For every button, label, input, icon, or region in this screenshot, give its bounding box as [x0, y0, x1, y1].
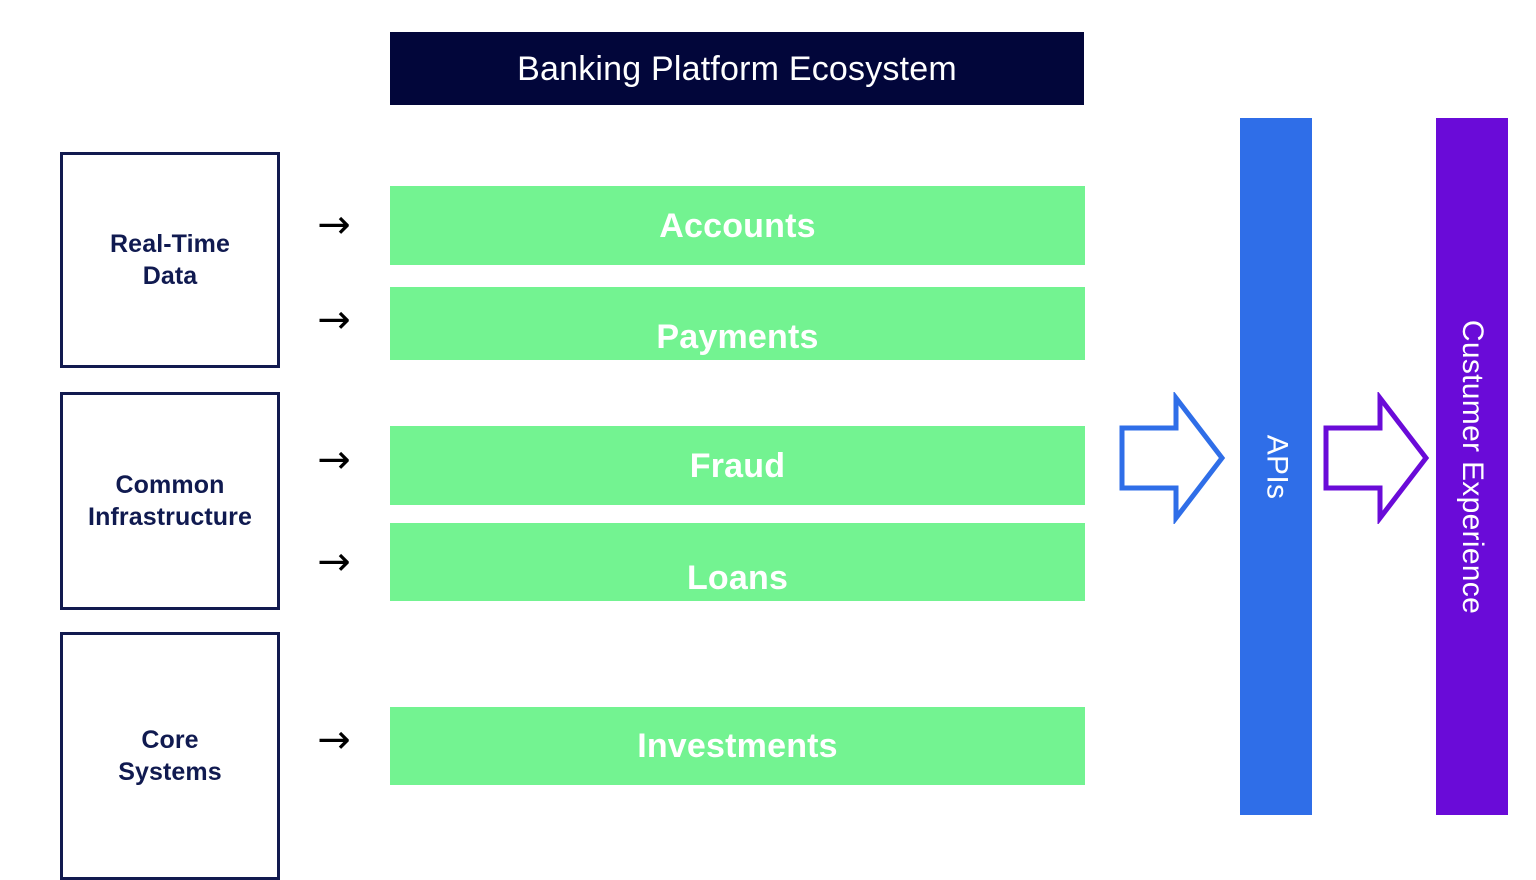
block-arrow-right-icon [1118, 392, 1226, 524]
arrow-right-icon: → [317, 297, 351, 343]
capability-label: Loans [686, 559, 789, 597]
block-arrow-right-icon [1322, 392, 1430, 524]
capability-label: Fraud [689, 446, 786, 485]
source-box-common-infrastructure: Common Infrastructure [60, 392, 280, 610]
source-box-label: Common Infrastructure [88, 471, 252, 531]
source-box-core-systems: Core Systems [60, 632, 280, 880]
channel-label: Custumer Experience [1456, 319, 1490, 614]
block-arrow-shape [1323, 392, 1430, 524]
capability-bar-loans: Loans [390, 523, 1085, 601]
capability-bar-investments: Investments [390, 707, 1085, 785]
capability-bar-fraud: Fraud [390, 426, 1085, 505]
capability-label: Investments [637, 727, 838, 765]
source-box-label: Real-Time Data [110, 230, 230, 290]
arrow-right-icon: → [317, 202, 351, 248]
capability-bar-accounts: Accounts [390, 186, 1085, 265]
channel-column-customer-experience: Custumer Experience [1436, 118, 1508, 815]
page-title: Banking Platform Ecosystem [517, 49, 957, 88]
source-box-real-time-data: Real-Time Data [60, 152, 280, 368]
diagram-title-banner: Banking Platform Ecosystem [390, 32, 1084, 105]
channel-label: APIs [1260, 434, 1293, 499]
source-box-label: Core Systems [118, 726, 222, 786]
arrow-right-icon: → [317, 539, 351, 585]
channel-column-apis: APIs [1240, 118, 1312, 815]
capability-bar-payments: Payments [390, 287, 1085, 360]
capability-label: Payments [656, 318, 819, 356]
arrow-right-icon: → [317, 717, 351, 763]
arrow-right-icon: → [317, 437, 351, 483]
capability-label: Accounts [659, 206, 816, 245]
block-arrow-shape [1119, 392, 1226, 524]
